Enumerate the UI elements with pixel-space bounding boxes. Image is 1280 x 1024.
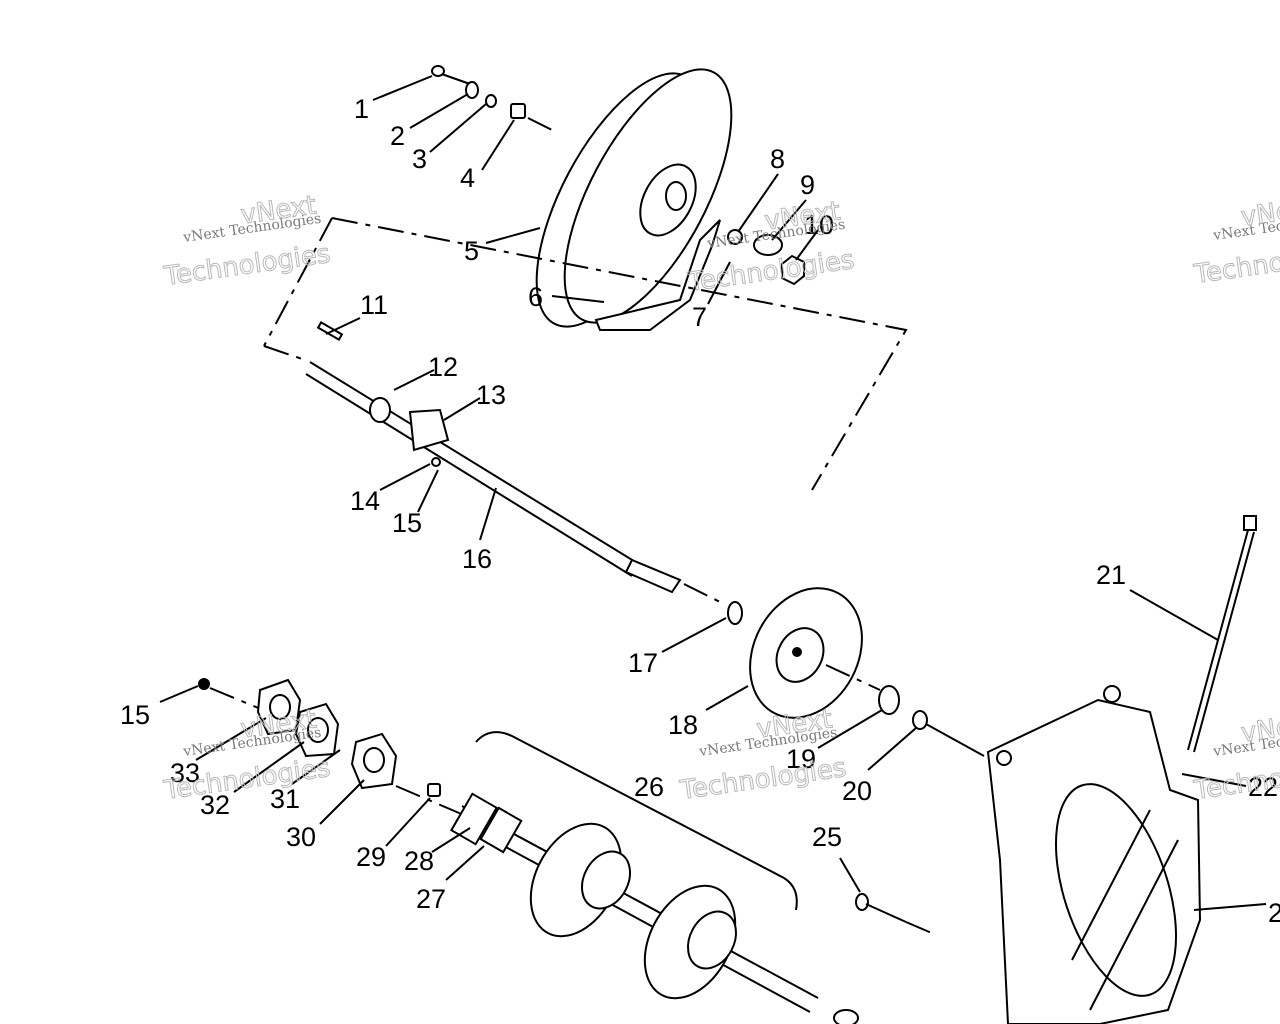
drive-shaft-part	[450, 792, 819, 1013]
watermark-outline-2: Technologies	[162, 239, 333, 292]
watermark-6: vNext Technologies vNext Technologies	[1191, 708, 1280, 806]
callout-7: 7	[692, 302, 707, 332]
callout-9: 9	[800, 170, 815, 200]
dipstick-part	[1187, 515, 1257, 753]
callout-18: 18	[668, 710, 698, 740]
callout-20: 20	[842, 776, 872, 806]
callout-13: 13	[476, 380, 506, 410]
callout-33: 33	[170, 758, 200, 788]
callout-17: 17	[628, 648, 658, 678]
callout-22: 22	[1248, 772, 1278, 802]
callout-5: 5	[464, 236, 479, 266]
watermark-3: vNext Technologies vNext Technologies	[1191, 192, 1280, 290]
callout-10: 10	[804, 210, 834, 240]
callout-25: 25	[812, 822, 842, 852]
assembly-boundary	[331, 217, 908, 491]
callout-4: 4	[460, 163, 475, 193]
shaft-part	[305, 321, 682, 594]
drive-sprocket-part-b	[643, 884, 737, 1000]
o-ring-part-20	[912, 710, 928, 730]
callout-11: 11	[360, 290, 388, 320]
callout-21: 21	[1096, 560, 1126, 590]
leader-lines	[159, 75, 1267, 911]
bearing-flange-part-30	[350, 732, 398, 790]
bearing-part-19	[878, 685, 900, 715]
chaincase-housing-part	[986, 685, 1202, 1024]
circlip-part-17	[727, 601, 743, 625]
bolt-part	[431, 65, 471, 85]
callout-30: 30	[286, 822, 316, 852]
callout-12: 12	[428, 352, 458, 382]
spacer-part	[510, 103, 526, 119]
drive-chain-part	[594, 219, 721, 331]
tensioner-part-9	[753, 234, 783, 256]
washer-part	[465, 81, 479, 99]
callout-27: 27	[416, 884, 446, 914]
callout-26: 26	[634, 772, 664, 802]
nut-part-10	[781, 254, 805, 286]
callout-23-partial: 2	[1268, 898, 1280, 928]
brake-disc-part	[749, 587, 863, 719]
bolt-part-14	[431, 457, 441, 467]
driven-pulley-part	[535, 68, 733, 328]
callout-3: 3	[412, 144, 427, 174]
callout-labels: 1 2 3 4 5 6 7 8 9 10 11 12 13 14 15 16 1…	[120, 94, 1280, 928]
drive-sprocket-part-a	[529, 822, 631, 938]
watermark-outline-1: vNext	[1239, 709, 1280, 749]
callout-2: 2	[390, 121, 405, 151]
callout-8: 8	[770, 144, 785, 174]
callout-15-lower: 15	[120, 700, 150, 730]
callout-15-upper: 15	[392, 508, 422, 538]
callout-29: 29	[356, 842, 386, 872]
callout-19: 19	[786, 744, 816, 774]
callout-16: 16	[462, 544, 492, 574]
callout-14: 14	[350, 486, 380, 516]
assembly-bracket-26	[475, 731, 798, 911]
callout-31: 31	[270, 784, 300, 814]
watermark-outline-1: vNext	[1239, 193, 1280, 233]
bolt-part-25	[855, 893, 935, 935]
watermark-1: vNext Technologies vNext Technologies	[161, 190, 333, 293]
nut-part-15-lower	[198, 678, 210, 690]
washer-part-8	[727, 229, 743, 245]
callout-1: 1	[354, 94, 369, 124]
seal-part	[833, 1009, 859, 1024]
watermark-outline-2: Technologies	[1192, 237, 1280, 290]
callout-6: 6	[528, 282, 543, 312]
lock-washer-part	[485, 94, 497, 108]
callout-32: 32	[200, 790, 230, 820]
callout-28: 28	[404, 846, 434, 876]
watermark-outline-2: Technologies	[678, 753, 849, 806]
fitting-part-29	[427, 783, 441, 797]
